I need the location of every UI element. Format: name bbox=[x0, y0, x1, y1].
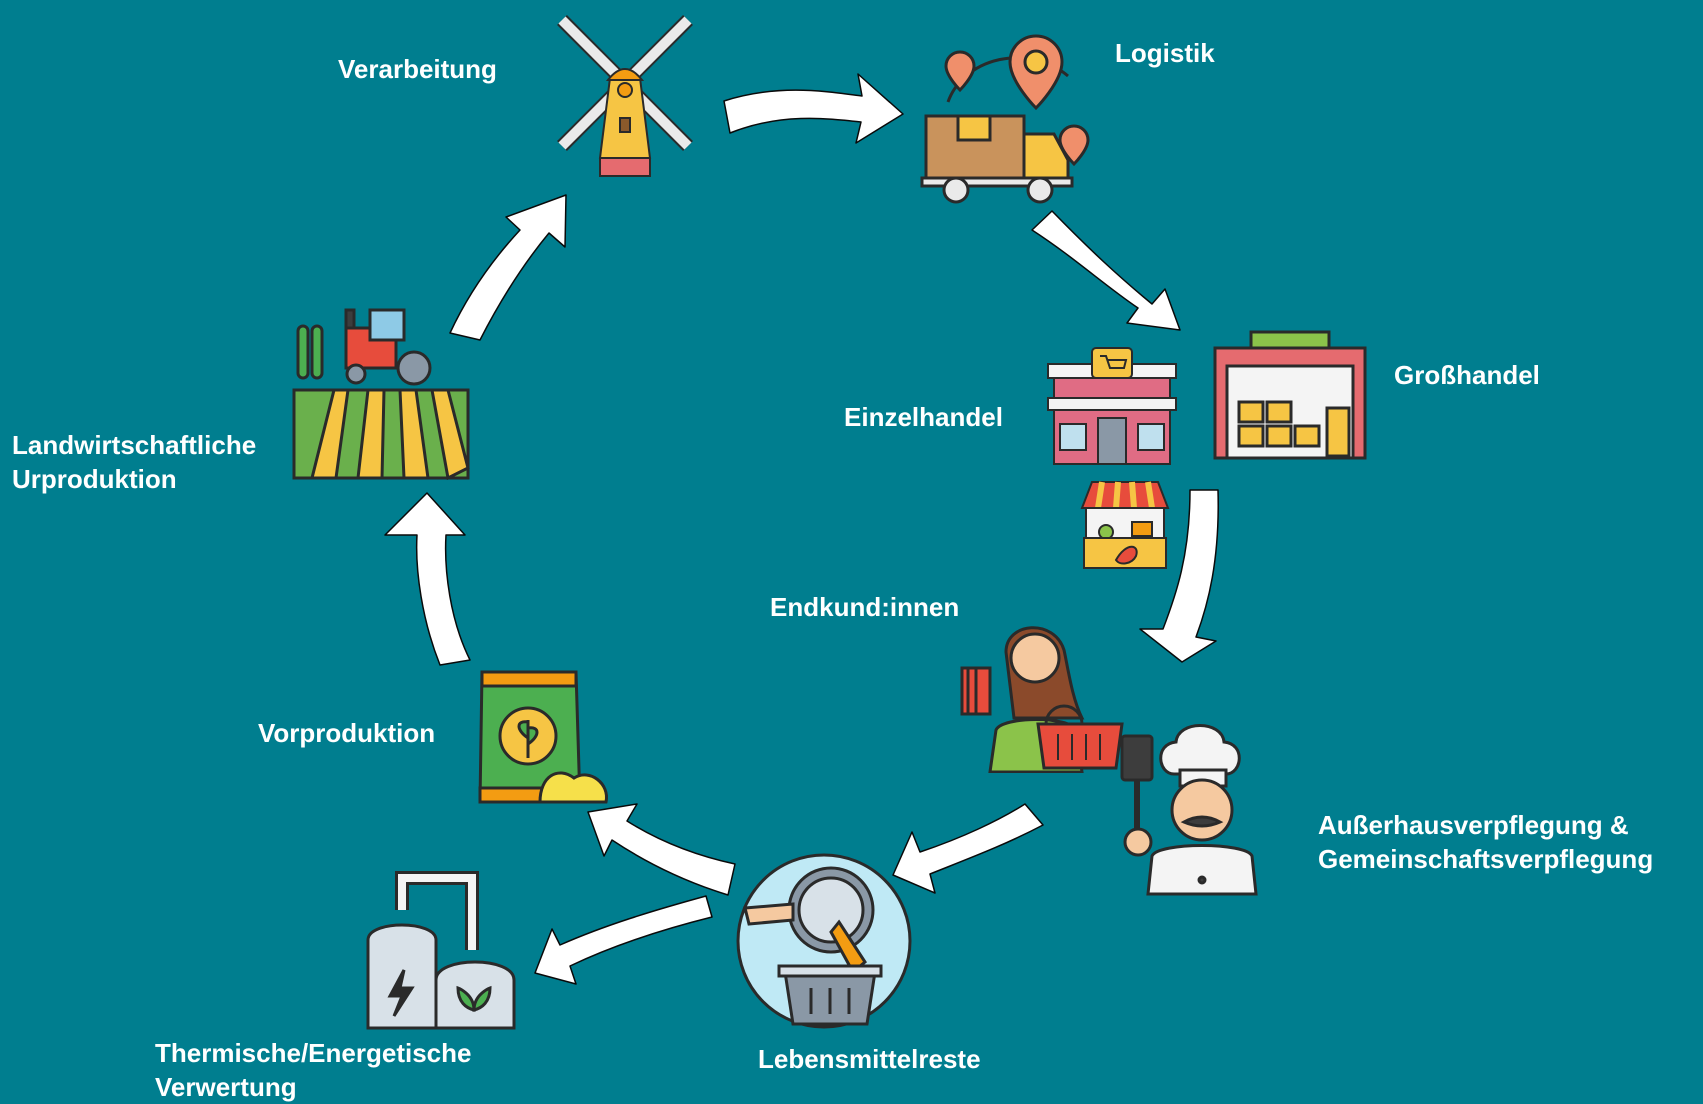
chef-icon bbox=[1120, 724, 1258, 896]
tractor-field-icon bbox=[292, 308, 470, 480]
arrow-verarbeitung-to-logistik bbox=[723, 73, 904, 144]
label-urproduktion-line-1: Landwirtschaftliche bbox=[12, 430, 257, 460]
arrow-logistik-to-grosshandel bbox=[1031, 210, 1181, 331]
customer-with-basket-icon bbox=[960, 626, 1124, 773]
label-ausserhaus: Außerhausverpflegung & Gemeinschaftsverp… bbox=[1318, 808, 1653, 876]
label-thermisch-line-1: Thermische/Energetische bbox=[155, 1038, 472, 1068]
shop-icon bbox=[1047, 347, 1177, 465]
food-waste-icon bbox=[736, 853, 912, 1029]
label-vorproduktion: Vorproduktion bbox=[258, 718, 436, 748]
label-thermisch: Thermische/Energetische Verwertung bbox=[155, 1036, 471, 1104]
market-stall-icon bbox=[1080, 481, 1170, 569]
arrow-endkunden-to-lebensmittelreste bbox=[892, 803, 1044, 894]
seed-bag-icon bbox=[478, 670, 608, 804]
arrow-urproduktion-to-verarbeitung bbox=[449, 194, 567, 341]
label-urproduktion-line-2: Urproduktion bbox=[12, 464, 177, 494]
arrow-vorproduktion-to-urproduktion bbox=[384, 492, 471, 666]
arrow-lebensmittelreste-to-thermisch bbox=[534, 895, 713, 985]
label-ausserhaus-line-1: Außerhausverpflegung & bbox=[1318, 810, 1629, 840]
label-verarbeitung: Verarbeitung bbox=[338, 54, 497, 84]
label-endkunden: Endkund:innen bbox=[770, 592, 960, 622]
label-urproduktion: Landwirtschaftliche Urproduktion bbox=[12, 428, 256, 496]
windmill-icon bbox=[557, 15, 693, 177]
arrow-lebensmittelreste-to-vorproduktion bbox=[587, 803, 736, 896]
arrow-grosshandel-to-endkunden bbox=[1139, 489, 1219, 663]
label-ausserhaus-line-2: Gemeinschaftsverpflegung bbox=[1318, 844, 1654, 874]
biogas-plant-icon bbox=[366, 871, 516, 1030]
label-einzelhandel: Einzelhandel bbox=[844, 402, 1003, 432]
label-logistik: Logistik bbox=[1115, 38, 1215, 68]
label-lebensmittelreste: Lebensmittelreste bbox=[758, 1044, 981, 1074]
warehouse-icon bbox=[1213, 330, 1367, 460]
delivery-truck-icon bbox=[920, 34, 1090, 204]
label-grosshandel: Großhandel bbox=[1394, 360, 1540, 390]
label-thermisch-line-2: Verwertung bbox=[155, 1072, 297, 1102]
